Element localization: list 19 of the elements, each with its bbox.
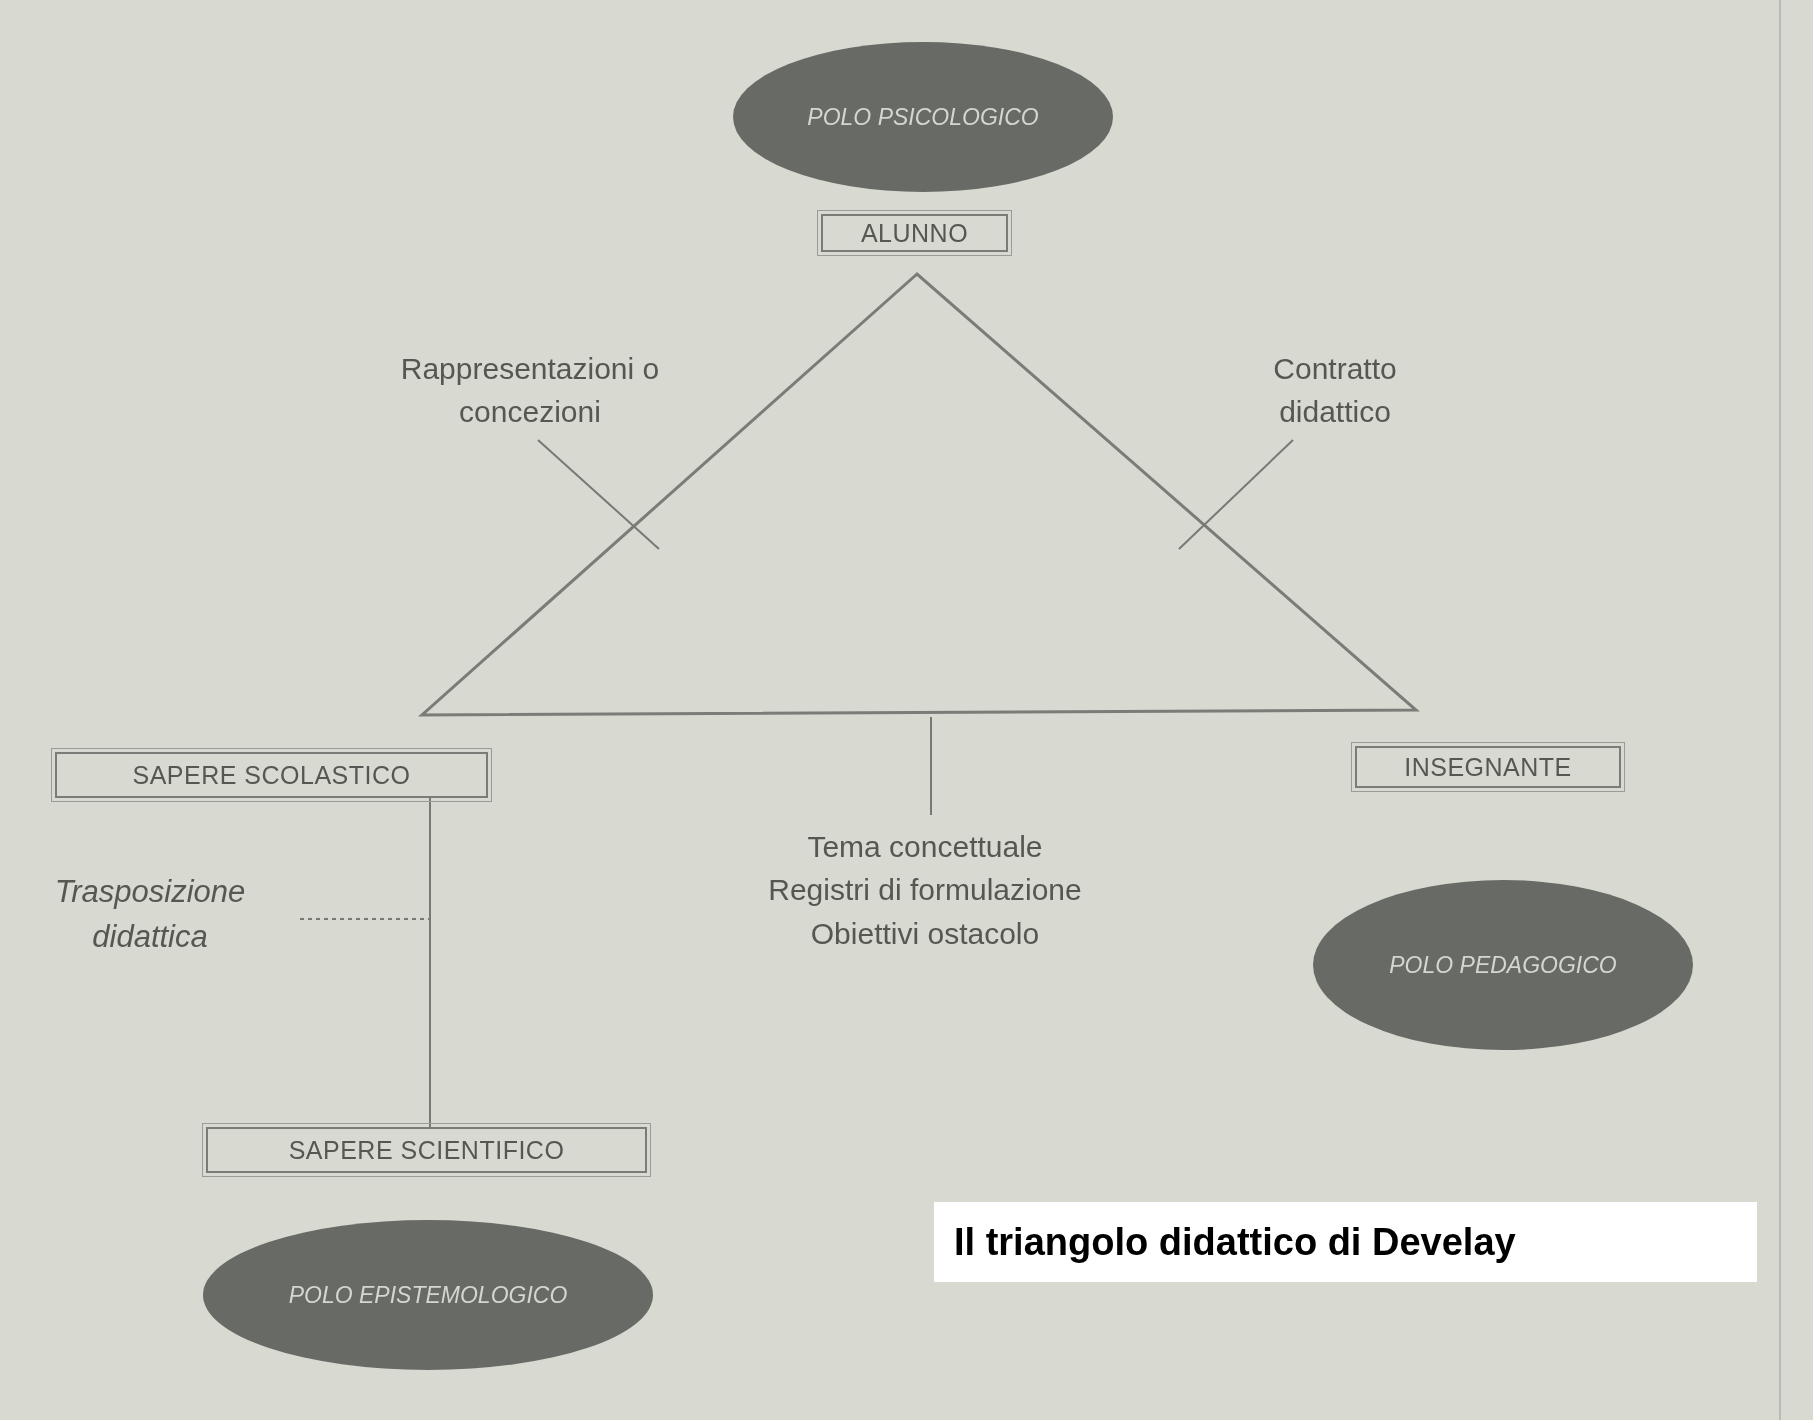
label-text: POLO EPISTEMOLOGICO: [288, 1280, 568, 1310]
leader-line: [299, 918, 431, 920]
label-text: INSEGNANTE: [1404, 752, 1572, 782]
leader-line: [1178, 439, 1294, 550]
label-text: SAPERE SCOLASTICO: [132, 760, 411, 790]
label-text: Obiettivi ostacolo: [810, 915, 1040, 952]
label-text: SAPERE SCIENTIFICO: [288, 1135, 565, 1165]
label-text: Trasposizione didattica: [53, 873, 247, 956]
label-text: Tema concettuale: [807, 828, 1043, 865]
connector-line: [429, 797, 431, 1128]
label-text: Contratto didattico: [1272, 350, 1398, 430]
diagram-title: Il triangolo didattico di Develay: [934, 1202, 1757, 1282]
leader-line: [537, 439, 660, 550]
label-text: Registri di formulazione: [768, 872, 1082, 909]
label-text: Rappresentazioni o concezioni: [399, 350, 661, 430]
label-text: POLO PEDAGOGICO: [1389, 950, 1617, 980]
label-text: ALUNNO: [860, 218, 969, 248]
leader-line: [930, 716, 932, 816]
label-text: POLO PSICOLOGICO: [807, 102, 1039, 132]
